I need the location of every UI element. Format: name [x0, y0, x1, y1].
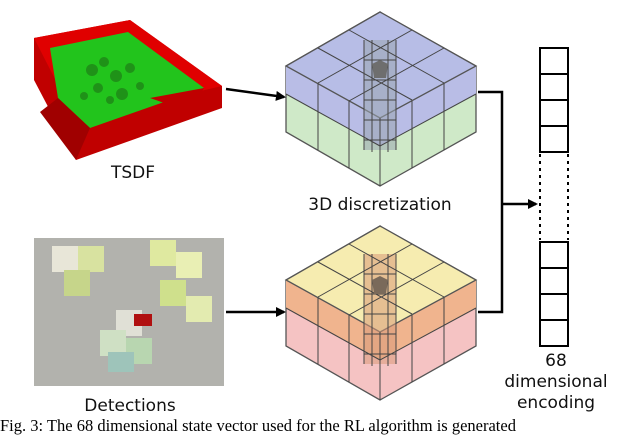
- arrows: [225, 87, 538, 317]
- encoding-vector: [539, 47, 569, 347]
- bottom-grid: [284, 225, 478, 401]
- figure-caption: Fig. 3: The 68 dimensional state vector …: [0, 416, 516, 435]
- encoding-label-line3: encoding: [517, 393, 595, 413]
- top-grid: [284, 11, 478, 187]
- detections-photo: [34, 238, 224, 386]
- discretization-label: 3D discretization: [308, 195, 451, 215]
- detections-label: Detections: [84, 396, 176, 416]
- encoding-label-line2: dimensional: [504, 372, 607, 392]
- tsdf-label: TSDF: [110, 163, 155, 183]
- tsdf-image: [34, 20, 222, 160]
- encoding-label-line1: 68: [545, 351, 567, 371]
